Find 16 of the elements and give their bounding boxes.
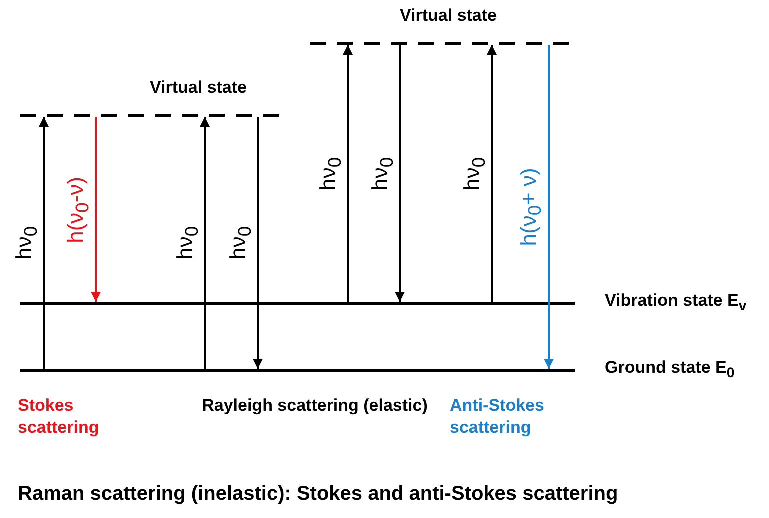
arrow bbox=[343, 45, 353, 302]
scattering-label: Anti-Stokes scattering bbox=[450, 395, 546, 439]
arrow bbox=[487, 45, 497, 302]
arrow bbox=[91, 117, 101, 302]
arrow bbox=[253, 117, 263, 369]
scattering-label: Rayleigh scattering (elastic) bbox=[201, 395, 429, 417]
level-label: Ground state E$_{0}$ bbox=[605, 358, 735, 382]
caption: Raman scattering (inelastic): Stokes and anti-Stokes scattering bbox=[18, 483, 618, 506]
arrow bbox=[544, 45, 554, 369]
level-label: Virtual state bbox=[400, 6, 498, 26]
arrow bbox=[39, 117, 49, 369]
level-label: Vibration state E$_{v}$ bbox=[605, 291, 747, 314]
level-label: Virtual state bbox=[150, 78, 248, 98]
arrow bbox=[395, 45, 405, 302]
scattering-label: Stokes scattering bbox=[18, 395, 100, 439]
arrow bbox=[200, 117, 210, 369]
